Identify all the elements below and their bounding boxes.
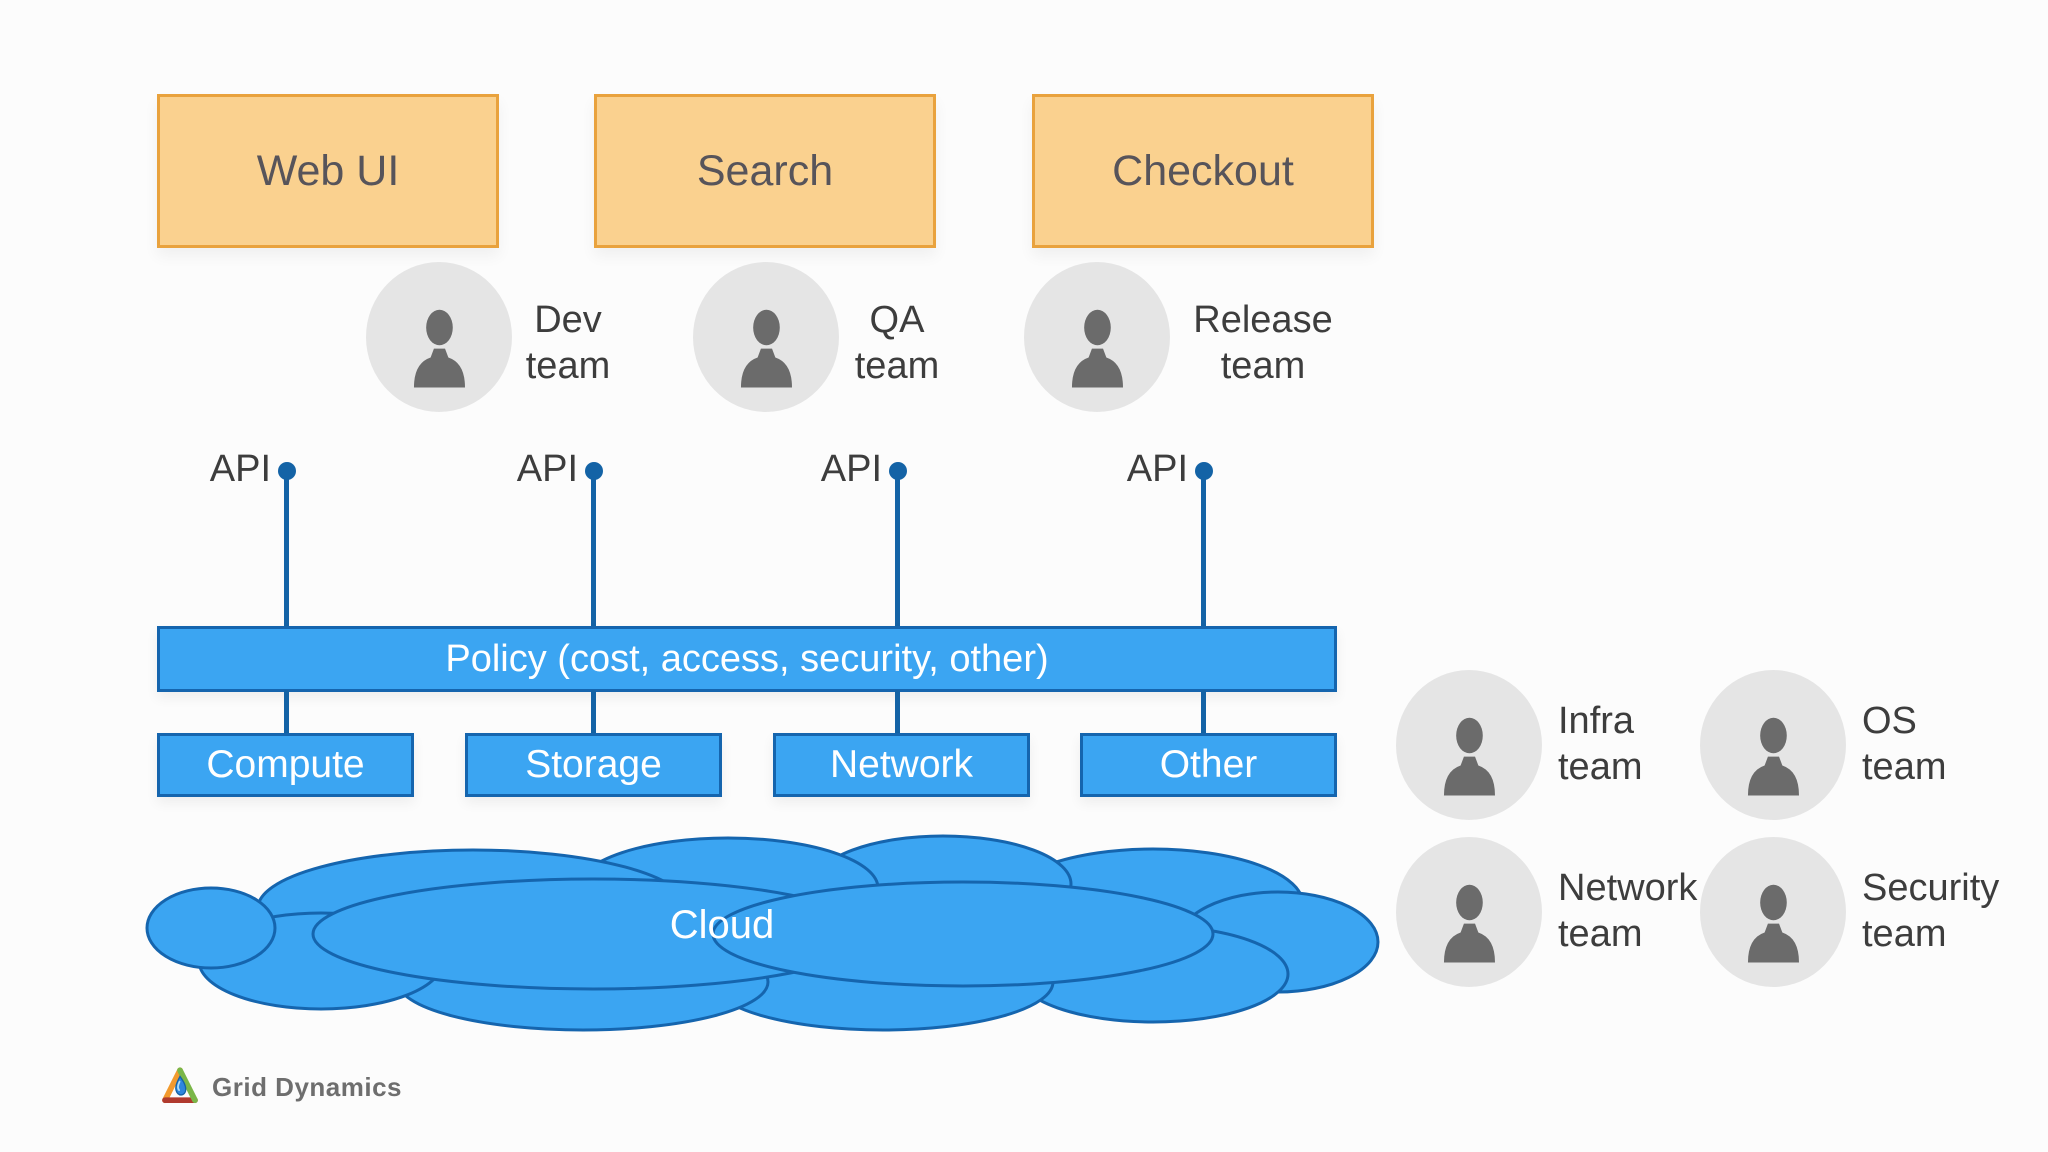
team-label-line1: QA: [869, 299, 925, 341]
dev-team-avatar: [366, 262, 512, 412]
cloud-label: Cloud: [669, 903, 775, 947]
os-team-label: OS team: [1862, 698, 1946, 790]
policy-connector-line-4: [1201, 690, 1206, 736]
person-icon: [1747, 884, 1799, 963]
service-box-checkout: Checkout: [1032, 94, 1374, 248]
resource-box-label: Network: [829, 743, 974, 786]
service-box-label: Checkout: [1112, 146, 1294, 195]
network-team-label: Network team: [1558, 865, 1697, 957]
api-label-4: API: [1126, 448, 1188, 490]
api-connector-line-2: [591, 471, 596, 628]
person-icon: [413, 309, 465, 388]
team-label-line1: Security: [1862, 867, 2000, 909]
infra-team-label: Infra team: [1558, 698, 1642, 790]
service-box-search: Search: [594, 94, 936, 248]
service-box-label: Web UI: [256, 146, 400, 195]
policy-bar-label: Policy (cost, access, security, other): [445, 637, 1049, 680]
resource-box-compute: Compute: [157, 733, 414, 797]
api-endpoint-dot-4: [1195, 462, 1213, 480]
security-team-label: Security team: [1862, 865, 1999, 957]
api-connector-line-1: [284, 471, 289, 628]
api-connector-line-4: [1201, 471, 1206, 628]
team-label-line1: OS: [1862, 700, 1917, 742]
api-endpoint-dot-3: [889, 462, 907, 480]
team-label-line1: Network: [1558, 867, 1698, 909]
person-icon: [1443, 717, 1495, 796]
policy-connector-line-3: [895, 690, 900, 736]
team-label-line2: team: [1220, 345, 1306, 387]
api-connector-line-3: [895, 471, 900, 628]
team-label-line2: team: [1862, 746, 1947, 788]
api-endpoint-dot-1: [278, 462, 296, 480]
qa-team-avatar: [693, 262, 839, 412]
team-label-line2: team: [1862, 913, 1947, 955]
person-icon: [1747, 717, 1799, 796]
person-icon: [1443, 884, 1495, 963]
release-team-avatar: [1024, 262, 1170, 412]
resource-box-label: Storage: [525, 743, 662, 786]
team-label-line1: Dev: [534, 299, 602, 341]
release-team-label: Release team: [1153, 297, 1373, 389]
api-label-1: API: [209, 448, 271, 490]
resource-box-other: Other: [1080, 733, 1337, 797]
policy-connector-line-2: [591, 690, 596, 736]
api-endpoint-dot-2: [585, 462, 603, 480]
security-team-avatar: [1700, 837, 1846, 987]
resource-box-label: Compute: [206, 743, 365, 786]
team-label-line2: team: [525, 345, 611, 387]
api-label-2: API: [516, 448, 578, 490]
api-label-3: API: [820, 448, 882, 490]
team-label-line1: Infra: [1558, 700, 1635, 742]
resource-box-label: Other: [1159, 743, 1258, 786]
network-team-avatar: [1396, 837, 1542, 987]
resource-box-storage: Storage: [465, 733, 722, 797]
resource-box-network: Network: [773, 733, 1030, 797]
person-icon: [1071, 309, 1123, 388]
brand-name: Grid Dynamics: [212, 1071, 403, 1102]
brand-footer: Grid Dynamics: [158, 1063, 402, 1111]
team-label-line2: team: [1558, 913, 1643, 955]
cloud-icon: [145, 834, 1380, 1032]
team-label-line2: team: [1558, 746, 1643, 788]
policy-connector-line-1: [284, 690, 289, 736]
cloud-shape: Cloud: [143, 834, 1387, 1040]
service-box-web-ui: Web UI: [157, 94, 499, 248]
grid-dynamics-logo-icon: [162, 1067, 198, 1104]
infra-team-avatar: [1396, 670, 1542, 820]
dev-team-label: Dev team: [458, 297, 678, 389]
service-box-label: Search: [696, 146, 834, 195]
os-team-avatar: [1700, 670, 1846, 820]
qa-team-label: QA team: [787, 297, 1007, 389]
person-icon: [740, 309, 792, 388]
team-label-line2: team: [854, 345, 940, 387]
team-label-line1: Release: [1193, 299, 1333, 341]
policy-bar: Policy (cost, access, security, other): [157, 626, 1337, 692]
